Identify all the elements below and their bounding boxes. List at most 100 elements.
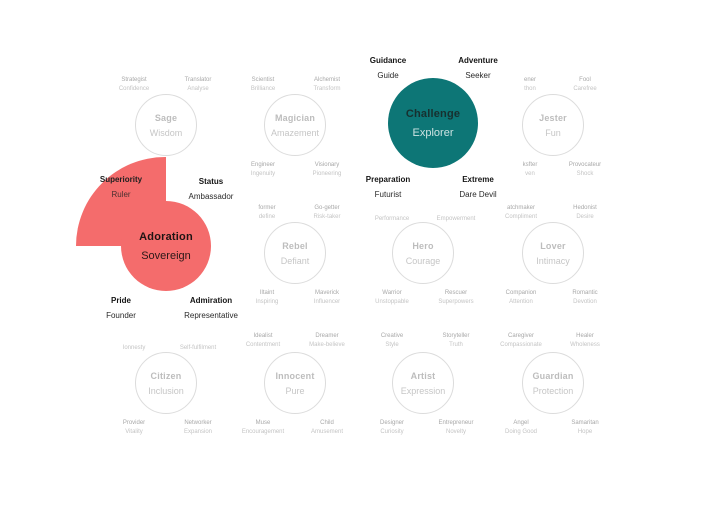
leaf-trait: Ruler xyxy=(111,190,131,199)
sublabel-role: Fool xyxy=(579,77,591,83)
sublabel-trait: Analyse xyxy=(187,86,209,92)
sublabel-trait: Confidence xyxy=(118,86,150,92)
sublabel-trait: Influencer xyxy=(313,299,341,305)
archetype-trait: Defiant xyxy=(280,255,310,266)
sublabel-role: Iltaint xyxy=(259,290,275,296)
sublabel-role: ksfter xyxy=(522,162,538,168)
archetype-trait: Fun xyxy=(545,127,561,138)
sublabel-trait: ven xyxy=(525,171,535,177)
sublabel-trait: Truth xyxy=(449,342,463,348)
sublabel-trait: Futurist xyxy=(374,190,402,199)
archetype-trait: Pure xyxy=(285,385,305,396)
sublabel-trait: Transform xyxy=(313,86,341,92)
sublabel-trait: Ingenuity xyxy=(250,171,276,177)
sublabel-trait: Contentment xyxy=(245,342,281,348)
archetype-name: Citizen xyxy=(150,370,182,381)
sublabel-role: Networker xyxy=(184,420,212,426)
archetype-name: Artist xyxy=(410,370,436,381)
sublabel-cit-tr: Self-fulfilment xyxy=(153,336,243,351)
sublabel-trait: Risk-taker xyxy=(313,214,341,220)
sublabel-trait: Curiosity xyxy=(380,429,404,435)
sublabel-role: Extreme xyxy=(462,175,494,184)
sublabel-trait: Representative xyxy=(184,311,238,320)
sublabel-role: Romantic xyxy=(572,290,598,296)
sublabel-role: Muse xyxy=(255,420,271,426)
sublabel-trait: Attention xyxy=(509,299,533,305)
archetype-name: Hero xyxy=(412,240,434,251)
sublabel-cit-tl: Ionnesty xyxy=(89,336,179,351)
sublabel-role: Rescuer xyxy=(444,290,468,296)
sublabel-role: Maverick xyxy=(314,290,339,296)
sublabel-role: Healer xyxy=(576,333,594,339)
sublabel-trait: Self-fulfilment xyxy=(179,345,217,351)
archetype-trait: Wisdom xyxy=(149,127,183,138)
sublabel-role: Companion xyxy=(505,290,537,296)
archetype-name: Adoration xyxy=(139,230,193,243)
sublabel-trait: Dare Devil xyxy=(459,190,497,199)
sublabel-trait: Carefree xyxy=(573,86,597,92)
archetype-trait: Inclusion xyxy=(148,385,184,396)
sublabel-role: Storyteller xyxy=(442,333,470,339)
sublabel-trait: Expansion xyxy=(183,429,213,435)
sublabel-trait: Novelty xyxy=(445,429,466,435)
archetype-name: Innocent xyxy=(275,370,315,381)
sublabel-role: former xyxy=(258,205,276,211)
sublabel-role: Translator xyxy=(184,77,212,83)
sublabel-role: Hedonist xyxy=(573,205,597,211)
sublabel-trait: Compliment xyxy=(504,214,537,220)
sublabel-trait: Guide xyxy=(377,71,399,80)
sublabel-role: Adventure xyxy=(458,56,498,65)
archetype-name: Magician xyxy=(274,112,316,123)
sublabel-trait: Hope xyxy=(577,429,593,435)
sublabel-trait: thon xyxy=(524,86,536,92)
archetype-name: Jester xyxy=(539,112,567,123)
archetype-name: Guardian xyxy=(532,370,574,381)
sublabel-trait: Brilliance xyxy=(250,86,276,92)
sublabel-role: Status xyxy=(198,177,224,186)
sublabel-jes-bl: ksfter ven xyxy=(485,162,575,177)
leaf-name: Superiority xyxy=(99,175,143,184)
sublabel-role: Warrior xyxy=(382,290,402,296)
sublabel-role: Child xyxy=(320,420,334,426)
sublabel-trait: Compassionate xyxy=(500,342,542,348)
sublabel-reb-tl: former define xyxy=(222,205,312,220)
archetype-trait: Courage xyxy=(405,255,441,266)
sublabel-trait: define xyxy=(258,214,276,220)
sublabel-role: Strategist xyxy=(121,77,147,83)
